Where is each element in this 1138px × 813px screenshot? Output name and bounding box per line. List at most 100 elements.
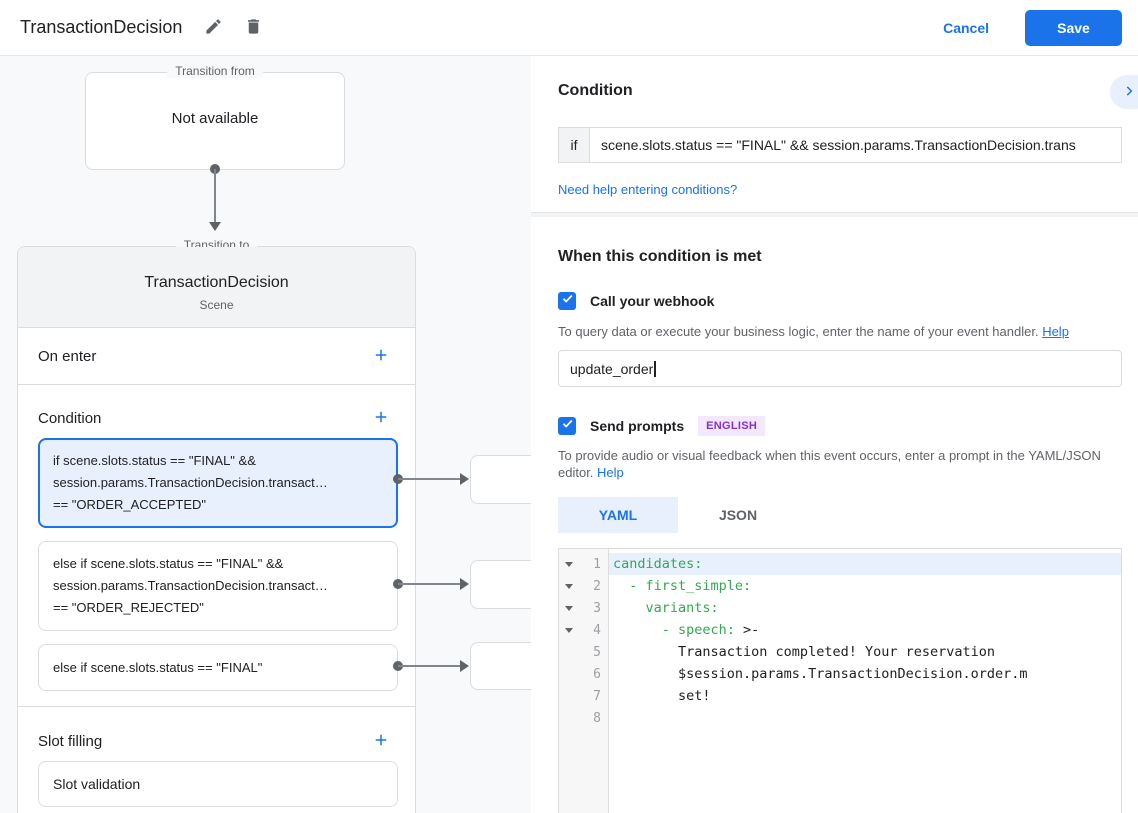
slot-validation-card[interactable]: Slot validation [38,761,398,807]
plus-icon [372,346,390,367]
condition-expression-field: if scene.slots.status == "FINAL" && sess… [558,127,1122,163]
scene-title: TransactionDecision [144,274,289,291]
line-number: 1 [593,556,601,572]
divider [18,706,415,707]
tab-json[interactable]: JSON [678,497,798,533]
webhook-description: To query data or execute your business l… [558,323,1118,340]
fold-arrow-icon [565,605,573,611]
code-token: Transaction completed! Your reservation [613,644,996,660]
checkmark-icon [561,292,574,310]
cancel-button[interactable]: Cancel [943,19,989,36]
if-prefix: if [559,128,590,162]
transition-from-label: Transition from [167,64,263,78]
arrow-right-icon [460,660,469,672]
code-line: - first_simple: [609,575,1121,597]
code-token: candidates: [613,556,703,572]
line-number: 2 [593,578,601,594]
tab-yaml[interactable]: YAML [558,497,678,533]
transition-from-box: Transition from Not available [85,64,345,170]
condition-text-line: session.params.TransactionDecision.trans… [53,475,328,490]
condition-expression-input[interactable]: scene.slots.status == "FINAL" && session… [601,137,1076,153]
condition-text-line: if scene.slots.status == "FINAL" && [53,453,256,468]
transition-target-box[interactable] [470,560,531,609]
divider [531,212,1138,217]
add-slot-button[interactable] [369,729,393,753]
fold-arrow-icon [565,583,573,589]
condition-card-accepted[interactable]: if scene.slots.status == "FINAL" && sess… [38,438,398,528]
condition-editor-panel: Condition if scene.slots.status == "FINA… [531,56,1138,813]
slot-filling-section: Slot filling [18,725,415,757]
event-handler-value: update_order [570,360,654,377]
code-line: - speech: >- [609,619,1121,641]
code-line: candidates: [609,553,1121,575]
pencil-icon [204,17,223,39]
fold-toggle[interactable] [559,561,579,567]
fold-toggle[interactable] [559,627,579,633]
code-token: $session.params.TransactionDecision.orde… [613,666,1028,682]
webhook-description-text: To query data or execute your business l… [558,324,1043,339]
fold-toggle[interactable] [559,583,579,589]
code-line: variants: [609,597,1121,619]
transition-target-box[interactable] [470,642,531,690]
scene-subtitle: Scene [199,298,234,312]
add-condition-button[interactable] [369,406,393,430]
call-webhook-row: Call your webhook [558,292,714,310]
send-prompts-checkbox[interactable] [558,417,576,435]
arrow-right-icon [460,578,469,590]
event-handler-input[interactable]: update_order [558,350,1122,387]
connector-line [398,478,460,480]
condition-text-line: == "ORDER_REJECTED" [53,600,204,615]
edit-scene-button[interactable] [196,11,230,45]
prompts-description-text: To provide audio or visual feedback when… [558,448,1101,480]
arrow-right-icon [460,473,469,485]
line-number: 3 [593,600,601,616]
conditions-help-link[interactable]: Need help entering conditions? [558,182,738,197]
code-line: Transaction completed! Your reservation [609,641,1121,663]
yaml-code-editor[interactable]: 1 2 3 4 5 6 7 8 candidates: - first_simp… [558,548,1122,813]
slot-filling-label: Slot filling [38,732,103,750]
line-number: 4 [593,622,601,638]
code-token: - first_simple: [613,578,752,594]
prompts-help-link[interactable]: Help [597,465,624,480]
plus-icon [372,408,390,429]
line-number: 7 [593,688,601,704]
when-condition-title: When this condition is met [558,248,762,265]
scene-header: TransactionDecision Scene [18,247,415,328]
fold-arrow-icon [565,561,573,567]
webhook-help-link[interactable]: Help [1042,324,1069,339]
fold-toggle[interactable] [559,605,579,611]
arrow-down-icon [209,222,221,231]
add-on-enter-button[interactable] [369,344,393,368]
delete-scene-button[interactable] [236,11,270,45]
transition-target-box[interactable] [470,455,531,504]
slot-validation-label: Slot validation [53,776,141,792]
on-enter-label: On enter [38,347,97,365]
editor-code-area[interactable]: candidates: - first_simple: variants: - … [609,549,1121,813]
condition-panel-title: Condition [558,82,633,99]
condition-text-line: == "ORDER_ACCEPTED" [53,497,206,512]
line-number: 5 [593,644,601,660]
condition-text-line: else if scene.slots.status == "FINAL" [53,659,263,675]
connector-line [214,169,216,222]
text-caret [654,360,656,377]
call-webhook-checkbox[interactable] [558,292,576,310]
on-enter-section: On enter [18,328,415,385]
condition-text-line: session.params.TransactionDecision.trans… [53,578,328,593]
code-line [609,707,1121,729]
save-button[interactable]: Save [1025,9,1122,46]
language-badge: ENGLISH [698,416,766,436]
code-token: set! [613,688,711,704]
condition-text-line: else if scene.slots.status == "FINAL" && [53,556,284,571]
connector-line [398,665,460,667]
collapse-panel-button[interactable] [1110,75,1138,109]
trash-icon [244,17,263,39]
condition-card-final[interactable]: else if scene.slots.status == "FINAL" [38,644,398,691]
send-prompts-row: Send prompts ENGLISH [558,416,766,436]
call-webhook-label: Call your webhook [590,293,715,309]
line-number: 6 [593,666,601,682]
scene-canvas: Transition from Not available Transition… [0,56,531,813]
code-line: $session.params.TransactionDecision.orde… [609,663,1121,685]
editor-format-tabs: YAML JSON [558,497,798,533]
condition-card-rejected[interactable]: else if scene.slots.status == "FINAL" &&… [38,541,398,631]
send-prompts-label: Send prompts [590,418,685,434]
